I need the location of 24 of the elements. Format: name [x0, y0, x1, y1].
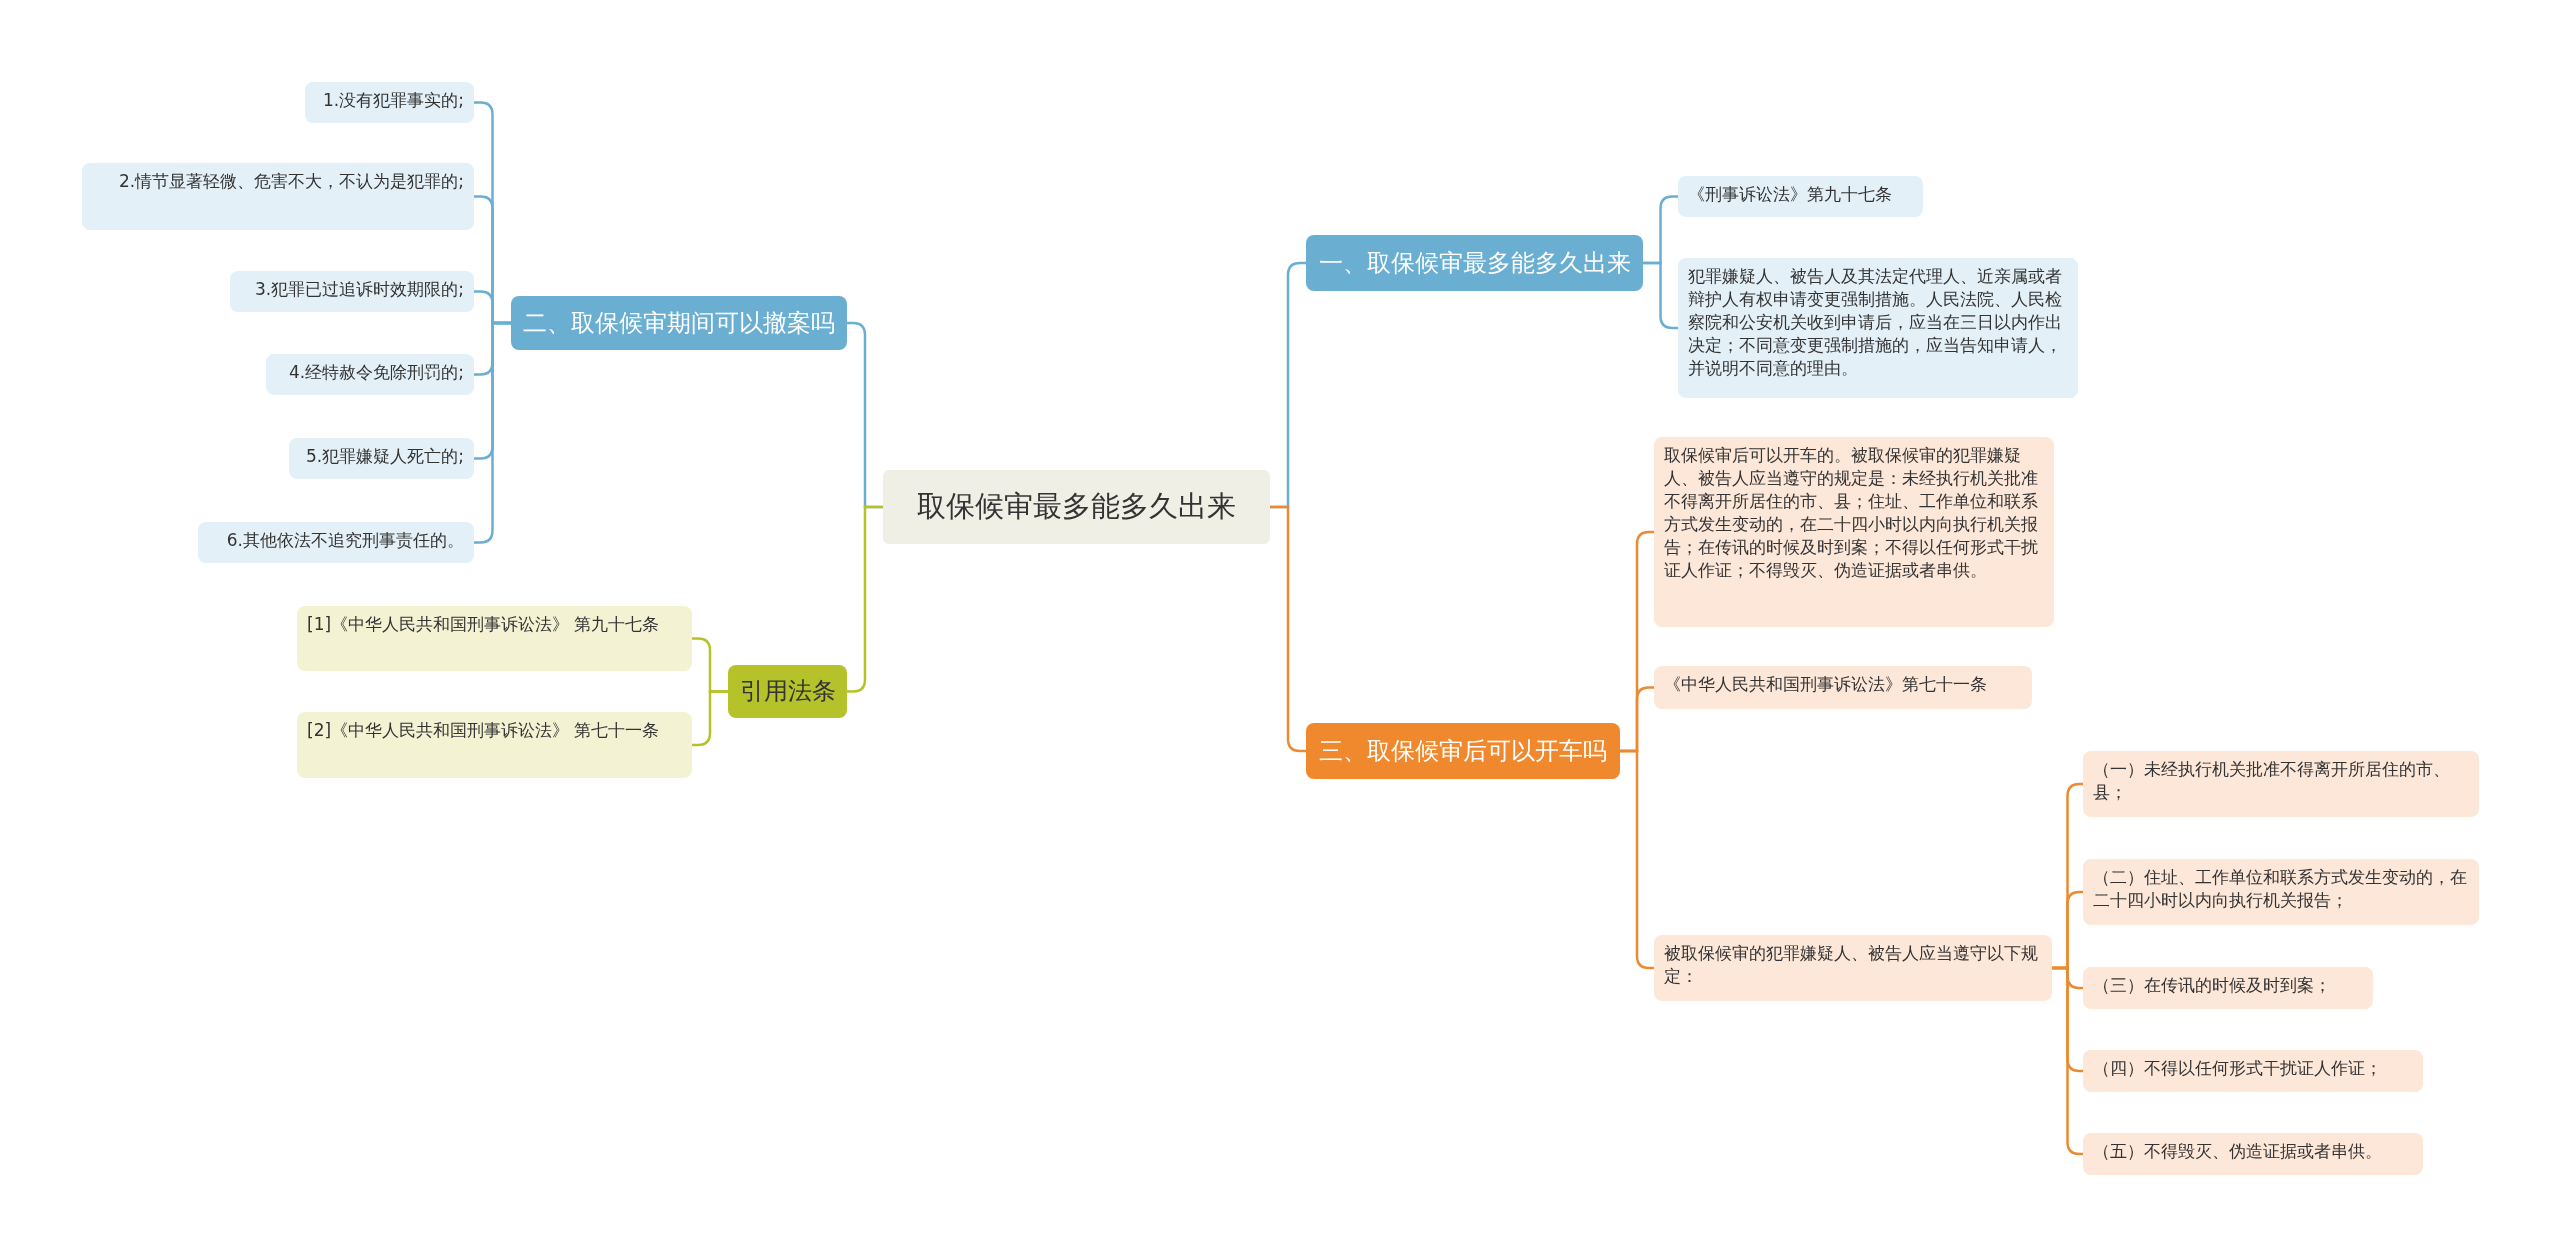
- topic-box: 一、取保候审最多能多久出来: [1306, 235, 1643, 291]
- connector-line: [474, 321, 511, 544]
- subtopic-box: 3.犯罪已过追诉时效期限的;: [230, 271, 474, 312]
- subtopic-box: 1.没有犯罪事实的;: [305, 82, 474, 123]
- subtopic-box: 《中华人民共和国刑事诉讼法》第七十一条: [1654, 666, 2032, 709]
- subtopic-box: 被取保候审的犯罪嫌疑人、被告人应当遵守以下规定：: [1654, 935, 2052, 1001]
- subtopic-box: [1]《中华人民共和国刑事诉讼法》 第九十七条: [297, 606, 692, 671]
- subtopic-box: 6.其他依法不追究刑事责任的。: [198, 522, 474, 563]
- subtopic-box: 犯罪嫌疑人、被告人及其法定代理人、近亲属或者辩护人有权申请变更强制措施。人民法院、人民检察院和公安机关收到申请后，应当在三日以内作出决定；不同意变更强制措施的，应当告知申请人，并说明不同意的理由。: [1678, 258, 2078, 398]
- subtopic-box: （五）不得毁灭、伪造证据或者串供。: [2083, 1133, 2423, 1175]
- subtopic-box: [2]《中华人民共和国刑事诉讼法》 第七十一条: [297, 712, 692, 778]
- subtopic-box: 取保候审后可以开车的。被取保候审的犯罪嫌疑人、被告人应当遵守的规定是：未经执行机关批准不得离开所居住的市、县；住址、工作单位和联系方式发生变动的，在二十四小时以内向执行机关报告；在传讯的时候及时到案；不得以任何形式干扰证人作证；不得毁灭、伪造证据或者串供。: [1654, 437, 2054, 627]
- topic-box: 二、取保候审期间可以撤案吗: [511, 296, 847, 350]
- topic-box: 引用法条: [728, 665, 847, 718]
- subtopic-box: （一）未经执行机关批准不得离开所居住的市、县；: [2083, 751, 2479, 817]
- subtopic-box: 5.犯罪嫌疑人死亡的;: [289, 438, 474, 479]
- subtopic-box: （三）在传讯的时候及时到案；: [2083, 967, 2373, 1009]
- subtopic-box: （二）住址、工作单位和联系方式发生变动的，在二十四小时以内向执行机关报告；: [2083, 859, 2479, 925]
- subtopic-box: （四）不得以任何形式干扰证人作证；: [2083, 1050, 2423, 1092]
- subtopic-box: 2.情节显著轻微、危害不大，不认为是犯罪的;: [82, 163, 474, 230]
- central-topic-box: 取保候审最多能多久出来: [883, 470, 1270, 544]
- subtopic-box: 《刑事诉讼法》第九十七条: [1678, 176, 1923, 217]
- subtopic-box: 4.经特赦令免除刑罚的;: [266, 354, 474, 395]
- topic-box: 三、取保候审后可以开车吗: [1306, 723, 1620, 779]
